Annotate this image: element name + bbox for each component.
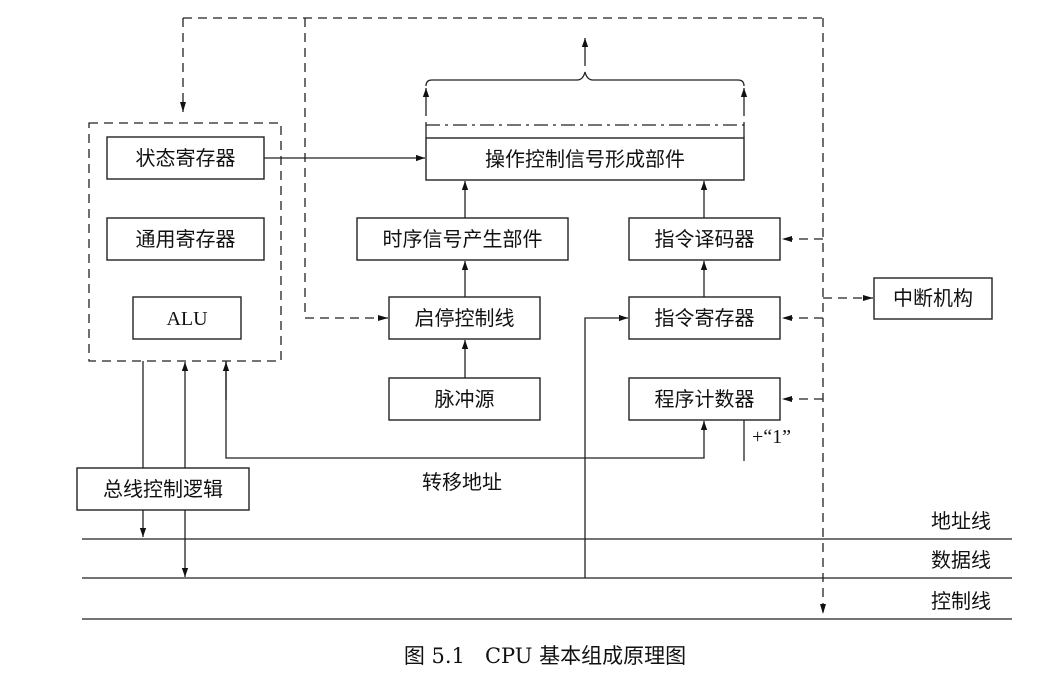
start-stop-control-label: 启停控制线	[415, 306, 515, 330]
instruction-decoder-label: 指令译码器	[655, 227, 755, 251]
start-stop-control-block[interactable]: 启停控制线	[388, 296, 541, 340]
timing-signal-block[interactable]: 时序信号产生部件	[356, 217, 569, 261]
timing-signal-label: 时序信号产生部件	[383, 227, 543, 251]
figure-caption: 图 5.1 CPU 基本组成原理图	[404, 644, 686, 668]
pulse-source-label: 脉冲源	[435, 387, 495, 411]
alu-label: ALU	[166, 308, 208, 330]
instruction-register-block[interactable]: 指令寄存器	[628, 296, 781, 340]
dashed-to-start-stop	[304, 18, 388, 321]
address-line-label: 地址线	[931, 509, 991, 533]
general-register-label: 通用寄存器	[136, 227, 236, 251]
instruction-decoder-block[interactable]: 指令译码器	[628, 217, 781, 261]
status-register-block[interactable]: 状态寄存器	[106, 136, 265, 180]
plus-one-label: +“1”	[752, 426, 791, 448]
op-control-signal-block[interactable]: 操作控制信号形成部件	[425, 137, 745, 181]
general-register-block[interactable]: 通用寄存器	[106, 217, 265, 261]
interrupt-mechanism-block[interactable]: 中断机构	[873, 277, 993, 320]
interrupt-mechanism-label: 中断机构	[893, 286, 973, 310]
alu-block[interactable]: ALU	[132, 296, 242, 340]
program-counter-label: 程序计数器	[655, 387, 755, 411]
bus-control-logic-block[interactable]: 总线控制逻辑	[76, 467, 250, 511]
brace-icon	[425, 71, 745, 87]
arrow-data-bus-to-ir	[584, 314, 628, 578]
control-line-label: 控制线	[931, 589, 991, 613]
register-group-frame	[88, 122, 282, 362]
op-control-signal-label: 操作控制信号形成部件	[485, 147, 685, 171]
instruction-register-label: 指令寄存器	[655, 306, 755, 330]
data-line-label: 数据线	[931, 548, 991, 572]
bus-control-logic-label: 总线控制逻辑	[103, 477, 223, 501]
program-counter-block[interactable]: 程序计数器	[628, 377, 781, 421]
jump-address-label: 转移地址	[422, 470, 502, 494]
arrow-jump-address-to-pc	[225, 361, 708, 459]
status-register-label: 状态寄存器	[136, 146, 236, 170]
pulse-source-block[interactable]: 脉冲源	[388, 377, 541, 421]
